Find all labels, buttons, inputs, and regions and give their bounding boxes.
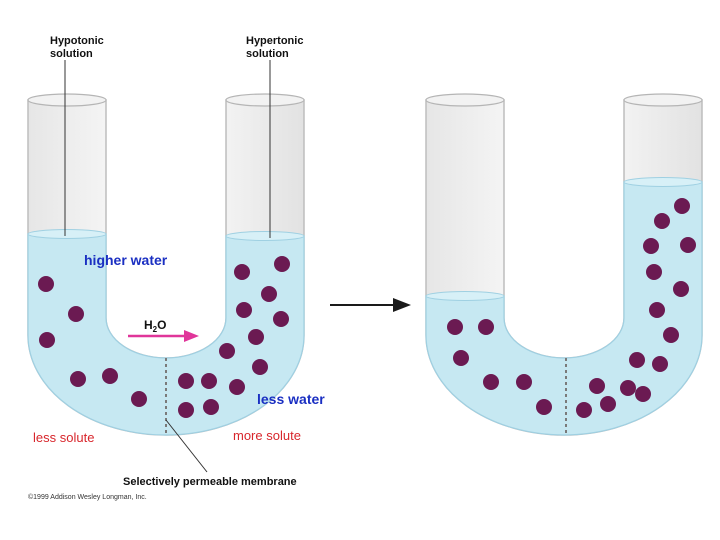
label-membrane: Selectively permeable membrane <box>123 476 297 488</box>
label-hypotonic-2: solution <box>50 48 93 60</box>
label-h2o: H2O <box>144 318 166 334</box>
solute-particle <box>516 374 532 390</box>
solute-particle <box>536 399 552 415</box>
solutes-after-left <box>447 319 552 415</box>
copyright-notice: ©1999 Addison Wesley Longman, Inc. <box>28 493 147 501</box>
solute-particle <box>663 327 679 343</box>
solute-particle <box>131 391 147 407</box>
label-hypertonic-1: Hypertonic <box>246 35 303 47</box>
solutes-before-right <box>178 256 290 418</box>
solute-particle <box>453 350 469 366</box>
water-after <box>425 181 703 436</box>
solute-particle <box>178 402 194 418</box>
water-surface-left-after <box>425 291 505 301</box>
solute-particle <box>600 396 616 412</box>
solute-particle <box>201 373 217 389</box>
h2o-flow-arrow <box>128 330 199 342</box>
solute-particle <box>620 380 636 396</box>
solute-particle <box>229 379 245 395</box>
solute-particle <box>652 356 668 372</box>
solute-particle <box>252 359 268 375</box>
label-more-solute: more solute <box>233 428 301 443</box>
transition-arrow <box>330 298 411 312</box>
solute-particle <box>273 311 289 327</box>
label-less-water: less water <box>257 391 325 407</box>
u-tube-after <box>425 93 703 436</box>
solute-particle <box>483 374 499 390</box>
solute-particle <box>203 399 219 415</box>
solutes-after-right <box>576 198 696 418</box>
leader-membrane <box>165 419 208 473</box>
solute-particle <box>248 329 264 345</box>
solute-particle <box>654 213 670 229</box>
solute-particle <box>38 276 54 292</box>
solute-particle <box>39 332 55 348</box>
h2o-subscript: 2 <box>153 325 158 334</box>
solute-particle <box>178 373 194 389</box>
solute-particle <box>589 378 605 394</box>
solute-particle <box>576 402 592 418</box>
water-surface-left <box>27 229 107 239</box>
solute-particle <box>219 343 235 359</box>
solute-particle <box>68 306 84 322</box>
solute-particle <box>649 302 665 318</box>
solute-particle <box>234 264 250 280</box>
solute-particle <box>102 368 118 384</box>
solute-particle <box>629 352 645 368</box>
water-surface-right <box>225 231 305 241</box>
solute-particle <box>261 286 277 302</box>
label-less-solute: less solute <box>33 430 94 445</box>
solute-particle <box>673 281 689 297</box>
h2o-h: H <box>144 318 153 332</box>
label-hypertonic-2: solution <box>246 48 289 60</box>
solutes-before-left <box>38 276 147 407</box>
solute-particle <box>635 386 651 402</box>
solute-particle <box>236 302 252 318</box>
solute-particle <box>680 237 696 253</box>
solute-particle <box>646 264 662 280</box>
solute-particle <box>478 319 494 335</box>
water-surface-right-after <box>623 177 703 187</box>
solute-particle <box>643 238 659 254</box>
label-hypotonic-1: Hypotonic <box>50 35 104 47</box>
u-tube-before <box>27 93 305 436</box>
solute-particle <box>674 198 690 214</box>
solute-particle <box>447 319 463 335</box>
label-higher-water: higher water <box>84 252 168 268</box>
solute-particle <box>70 371 86 387</box>
solute-particle <box>274 256 290 272</box>
h2o-o: O <box>157 318 166 332</box>
